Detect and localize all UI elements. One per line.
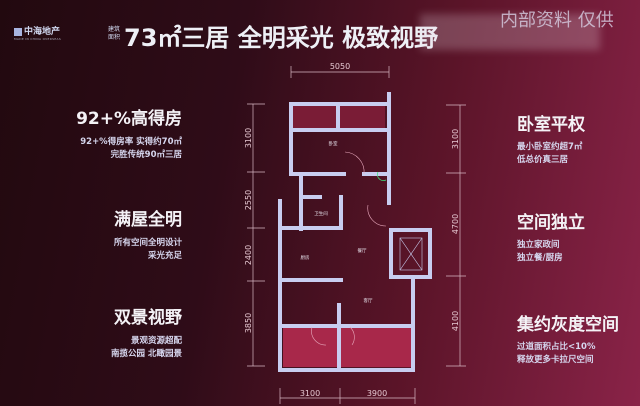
walls	[278, 92, 432, 372]
feature-line: 92+%得房率 实得约70㎡	[80, 137, 182, 147]
room-label-kitchen: 厨房	[301, 254, 310, 261]
area-tag: 建筑面积	[108, 26, 121, 41]
feature-line: 南揽公园 北瞰园景	[111, 349, 182, 359]
feature-line: 完胜传统90㎡三居	[110, 150, 182, 160]
feature-heading: 空间独立	[517, 213, 585, 233]
logo-subtitle: MADE IN CHINA OVERSEAS	[14, 37, 62, 41]
dim-bottom: 3100	[300, 389, 320, 398]
feature-heading: 92+%高得房	[76, 109, 182, 129]
feature-full-light: 满屋全明 所有空间全明设计 采光充足	[114, 205, 182, 263]
dim-top: 5050	[330, 62, 350, 71]
dimension-lines	[247, 66, 466, 404]
feature-bedroom-equal: 卧室平权 最小卧室约超7㎡ 低总价真三居	[517, 110, 585, 167]
room-label-bedroom: 卧室	[329, 140, 338, 147]
feature-line: 释放更多卡拉尺空间	[517, 355, 594, 365]
dim-left: 3100	[244, 128, 253, 148]
dim-right: 4100	[451, 311, 460, 331]
feature-line: 景观资源超配	[130, 336, 182, 346]
elevator-icon	[399, 237, 423, 271]
company-logo: 中海地产	[14, 24, 60, 37]
feature-independent-space: 空间独立 独立家政间 独立餐/厨房	[517, 208, 585, 265]
feature-line: 最小卧室约超7㎡	[517, 142, 583, 152]
feature-high-efficiency: 92+%高得房 92+%得房率 实得约70㎡ 完胜传统90㎡三居	[76, 104, 182, 162]
door-marker	[377, 171, 387, 181]
dim-bottom: 3900	[367, 389, 387, 398]
balconies	[283, 106, 412, 367]
room-label-dining: 餐厅	[358, 247, 367, 254]
feature-heading: 集约灰度空间	[517, 315, 619, 335]
watermark: 内部资料 仅供	[500, 10, 614, 31]
feature-dual-view: 双景视野 景观资源超配 南揽公园 北瞰园景	[111, 303, 182, 361]
dim-left: 3850	[244, 313, 253, 333]
feature-line: 所有空间全明设计	[113, 238, 182, 248]
feature-compact-space: 集约灰度空间 过道面积占比<10% 释放更多卡拉尺空间	[517, 310, 619, 367]
feature-line: 独立餐/厨房	[517, 253, 563, 263]
room-label-living: 客厅	[364, 297, 373, 304]
dim-right: 4700	[451, 214, 460, 234]
feature-line: 独立家政间	[517, 240, 560, 250]
obscured-region	[420, 14, 600, 50]
dim-right: 3100	[451, 129, 460, 149]
logo-icon	[14, 27, 22, 36]
feature-line: 采光充足	[147, 251, 182, 261]
door-arcs	[311, 151, 387, 346]
feature-heading: 卧室平权	[517, 115, 585, 135]
dim-left: 2400	[244, 245, 253, 265]
room-label-bathroom: 卫生间	[314, 210, 328, 217]
feature-heading: 满屋全明	[114, 210, 182, 230]
slide-title: 73㎡三居 全明采光 极致视野	[124, 24, 439, 52]
feature-line: 低总价真三居	[517, 155, 569, 165]
feature-heading: 双景视野	[114, 308, 182, 328]
feature-line: 过道面积占比<10%	[517, 342, 596, 352]
logo-text: 中海地产	[24, 27, 61, 37]
dim-left: 2550	[244, 190, 253, 210]
